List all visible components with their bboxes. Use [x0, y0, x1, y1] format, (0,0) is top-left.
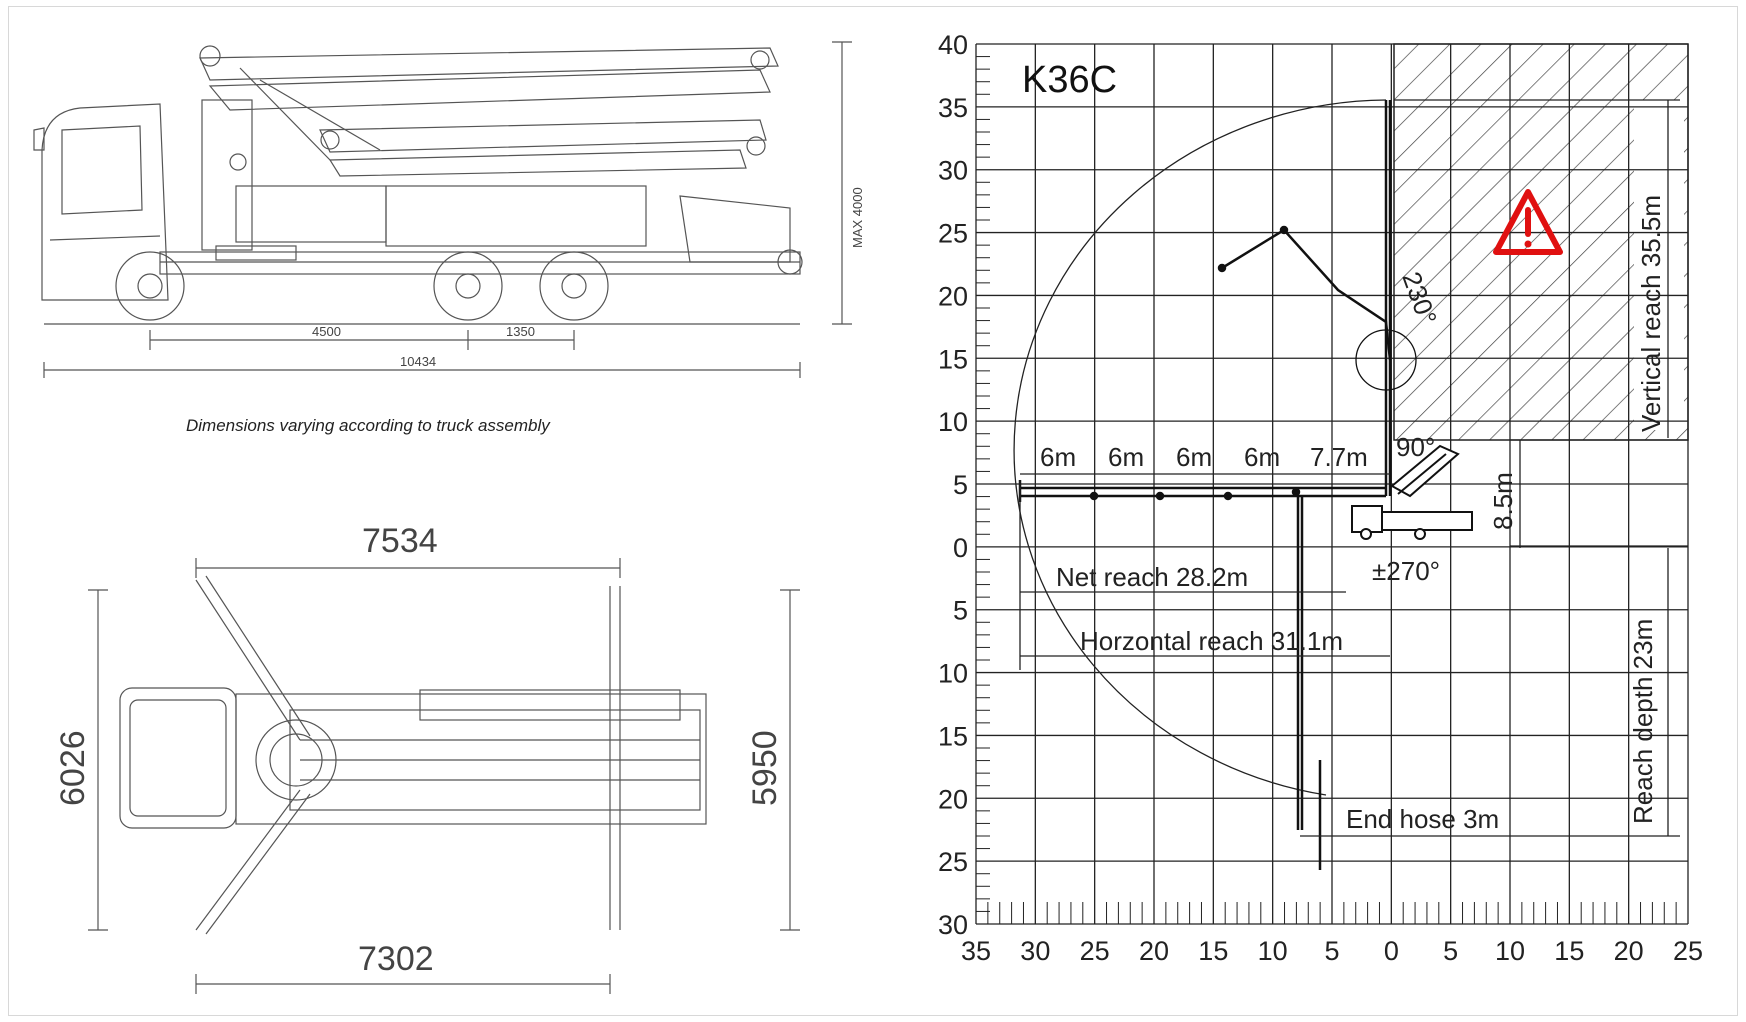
dim-top-width: 7534 — [362, 522, 438, 560]
y-tick-label: 20 — [938, 281, 968, 311]
boom-section-label: 6m — [1040, 442, 1076, 472]
boom-section-label: 6m — [1108, 442, 1144, 472]
side-view-caption: Dimensions varying according to truck as… — [186, 416, 550, 435]
reach-diagram — [975, 43, 1689, 925]
x-tick-label: 15 — [1554, 936, 1584, 966]
y-tick-label: 20 — [938, 784, 968, 814]
boom-section-labels: 6m 6m 6m 6m 7.7m — [1040, 442, 1368, 472]
warning-icon — [1493, 189, 1563, 255]
reach-depth-label: Reach depth 23m — [1628, 619, 1658, 824]
y-tick-label: 15 — [938, 344, 968, 374]
boom-section-label: 6m — [1244, 442, 1280, 472]
dim-right-height: 5950 — [746, 730, 784, 806]
y-tick-label: 10 — [938, 407, 968, 437]
truck-side-view — [33, 41, 852, 378]
y-tick-label: 0 — [953, 533, 968, 563]
horizontal-reach-label: Horzontal reach 31.1m — [1080, 626, 1343, 656]
truck-icon — [1351, 444, 1473, 540]
dim-max-height: MAX 4000 — [850, 187, 865, 248]
dimension-lines — [1019, 99, 1688, 837]
dim-left-height: 6026 — [54, 730, 92, 806]
height-8-5m-label: 8.5m — [1488, 472, 1518, 530]
x-tick-label: 15 — [1198, 936, 1228, 966]
y-tick-label: 15 — [938, 721, 968, 751]
boom-section-label: 7.7m — [1310, 442, 1368, 472]
boom-vertical — [1384, 100, 1392, 496]
boom-folded — [1217, 225, 1417, 391]
x-tick-label: 20 — [1614, 936, 1644, 966]
y-tick-label: 35 — [938, 93, 968, 123]
y-tick-label: 30 — [938, 910, 968, 940]
y-tick-label: 5 — [953, 470, 968, 500]
y-axis-ticks: 40 35 30 25 20 15 10 5 0 5 10 15 20 25 30 — [938, 30, 968, 940]
end-hose — [1296, 496, 1322, 870]
dim-wheelbase: 4500 — [312, 324, 341, 339]
net-reach-label: Net reach 28.2m — [1056, 562, 1248, 592]
end-hose-label: End hose 3m — [1346, 804, 1499, 834]
y-tick-label: 5 — [953, 596, 968, 626]
dim-length: 10434 — [400, 354, 436, 369]
x-tick-label: 10 — [1495, 936, 1525, 966]
x-tick-label: 25 — [1080, 936, 1110, 966]
boom-horizontal — [1018, 480, 1386, 502]
x-tick-label: 5 — [1324, 936, 1339, 966]
x-axis-ticks: 35 30 25 20 15 10 5 0 5 10 15 20 25 — [961, 936, 1703, 966]
y-tick-label: 30 — [938, 156, 968, 186]
dim-bottom-width: 7302 — [358, 940, 434, 978]
y-tick-label: 40 — [938, 30, 968, 60]
truck-top-view — [88, 558, 800, 994]
y-tick-label: 25 — [938, 847, 968, 877]
vertical-reach-label: Vertical reach 35.5m — [1636, 195, 1666, 432]
y-tick-label: 10 — [938, 659, 968, 689]
dim-axle: 1350 — [506, 324, 535, 339]
x-tick-label: 10 — [1258, 936, 1288, 966]
diagram-title: K36C — [1022, 59, 1117, 101]
x-tick-label: 0 — [1384, 936, 1399, 966]
x-tick-label: 25 — [1673, 936, 1703, 966]
reach-envelope — [1013, 99, 1387, 796]
x-tick-label: 5 — [1443, 936, 1458, 966]
x-tick-label: 35 — [961, 936, 991, 966]
rotation-label: ±270° — [1372, 556, 1440, 586]
boom-section-label: 6m — [1176, 442, 1212, 472]
reach-grid — [975, 43, 1689, 925]
y-tick-label: 25 — [938, 219, 968, 249]
x-tick-label: 30 — [1020, 936, 1050, 966]
x-tick-label: 20 — [1139, 936, 1169, 966]
angle-90-label: 90° — [1396, 432, 1435, 462]
